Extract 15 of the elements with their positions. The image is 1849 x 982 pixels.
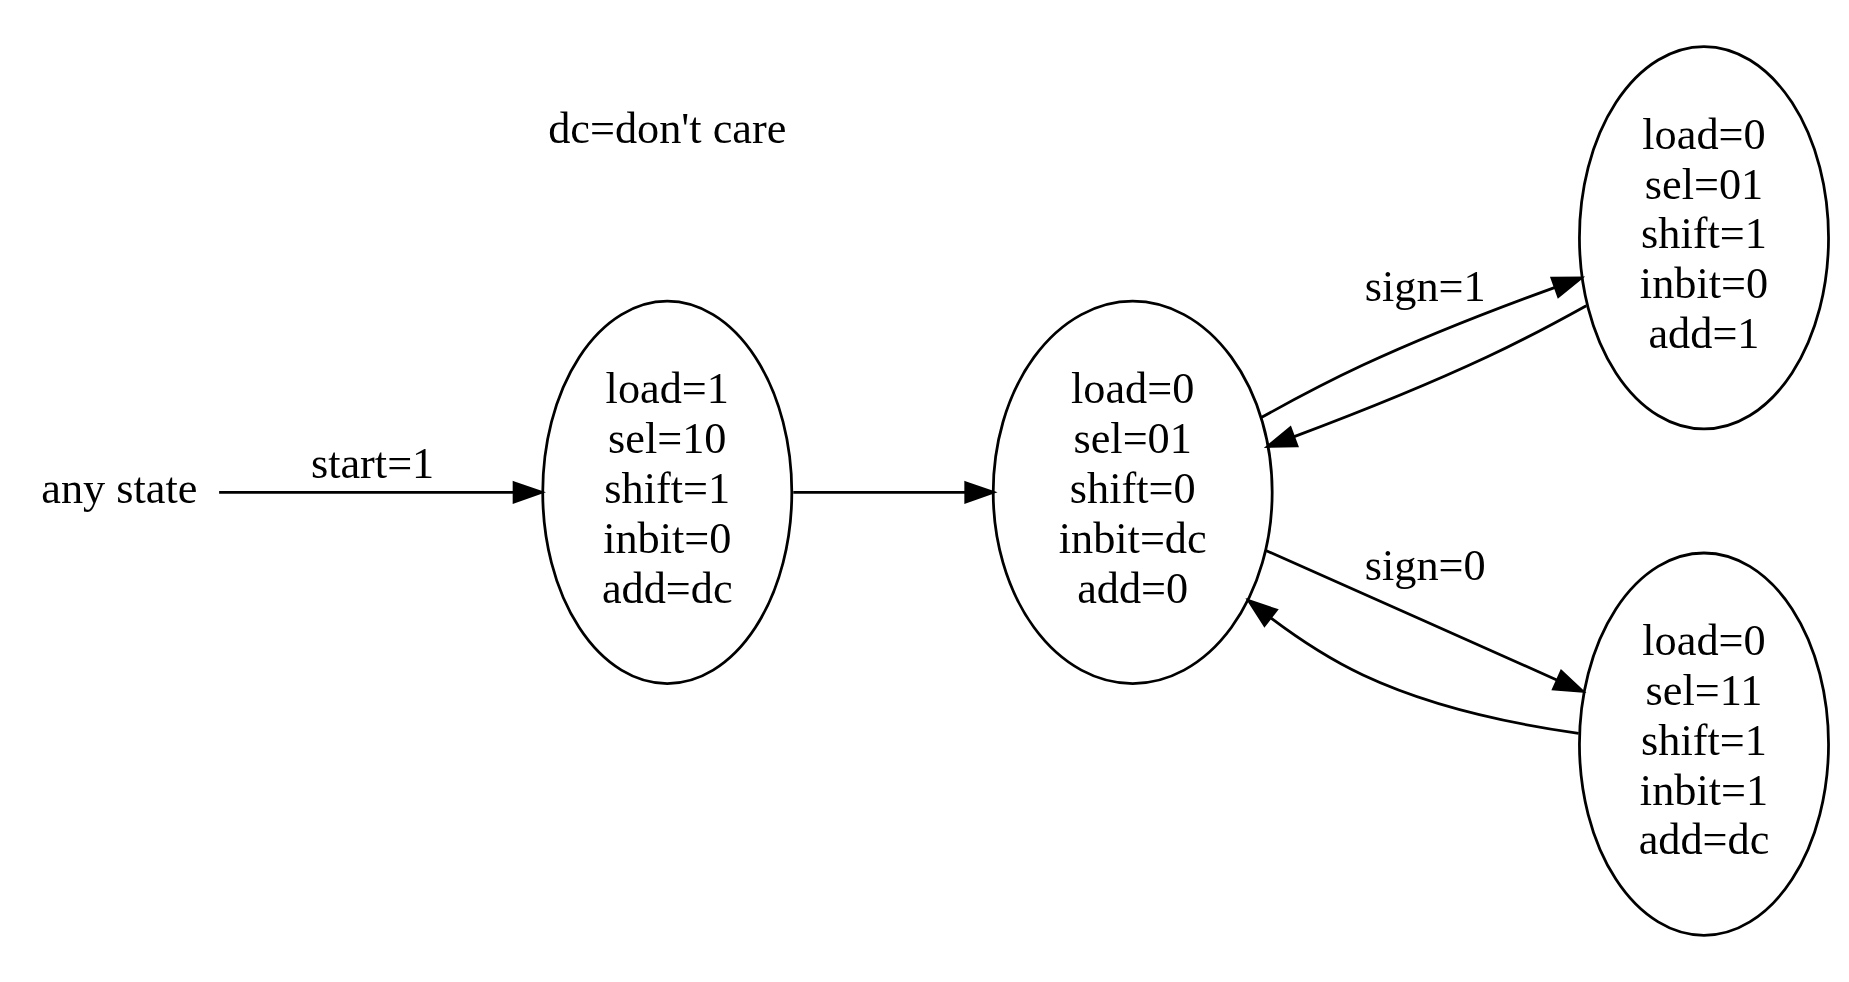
- node-ellipse: load=0 sel=11 shift=1 inbit=1 add=dc: [1578, 551, 1830, 937]
- label: dc=don't care: [548, 104, 787, 154]
- arrow: [1264, 548, 1587, 694]
- node-text: any state: [41, 463, 198, 513]
- arrow: [219, 480, 546, 504]
- arrow: [793, 480, 998, 504]
- arrow: [1245, 598, 1579, 735]
- node-ellipse: load=0 sel=01 shift=1 inbit=0 add=1: [1578, 45, 1830, 431]
- edge-label: start=1: [310, 438, 435, 488]
- edge-label: sign=0: [1364, 541, 1486, 591]
- node-ellipse: load=0 sel=01 shift=0 inbit=dc add=0: [991, 299, 1274, 685]
- arrow: [1260, 276, 1586, 419]
- arrow: [1263, 304, 1587, 448]
- edge-label: sign=1: [1364, 261, 1486, 311]
- node-ellipse: load=1 sel=10 shift=1 inbit=0 add=dc: [541, 299, 794, 685]
